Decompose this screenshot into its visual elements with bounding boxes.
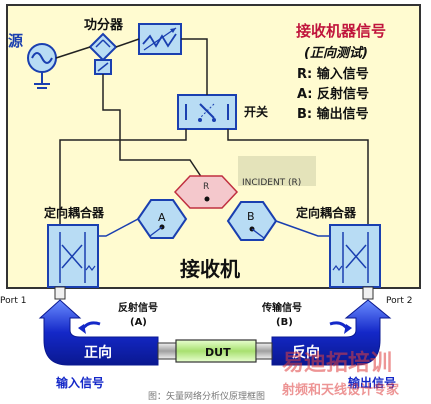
right-coupler-symbol — [329, 224, 381, 288]
reflected-label: 反射信号 — [118, 301, 158, 314]
attenuator-symbol — [138, 23, 182, 55]
reverse-arrow-right — [271, 299, 392, 366]
coupler-left-label: 定向耦合器 — [44, 205, 105, 220]
receiver-signal-title: 接收机器信号 — [296, 22, 386, 40]
left-coupler-symbol — [47, 224, 99, 288]
dut-right-connector — [255, 342, 273, 360]
receiver-label: 接收机 — [180, 257, 240, 281]
legend-b: B: 输出信号 — [297, 106, 369, 122]
r-receiver-hexagon — [173, 175, 239, 209]
incident-highlight — [238, 156, 316, 186]
transmitted-label: 传输信号 — [261, 301, 302, 314]
b-port-label: B — [247, 210, 255, 223]
reflected-sub-label: (A) — [130, 317, 147, 328]
switch-symbol — [177, 94, 237, 130]
port1-connector — [54, 286, 66, 300]
signal-wiring — [55, 38, 369, 226]
input-signal-label: 输入信号 — [56, 375, 104, 390]
output-signal-label: 输出信号 — [348, 375, 396, 390]
r-port-label: R — [203, 182, 209, 192]
power-divider-label: 功分器 — [84, 17, 124, 33]
source-label: 源 — [8, 32, 23, 50]
coupler-lines — [96, 218, 332, 237]
reverse-label: 反向 — [292, 344, 320, 361]
dut-left-connector — [157, 342, 177, 360]
a-receiver-hexagon — [136, 199, 188, 239]
legend-r: R: 输入信号 — [297, 66, 369, 82]
forward-arrow-left — [38, 299, 159, 366]
watermark-sub: 射频和天线设计专家 — [281, 382, 400, 398]
watermark-main: 易迪拓培训 — [282, 350, 392, 376]
forward-test-label: (正向测试) — [304, 45, 368, 61]
port1-label: Port 1 — [0, 296, 26, 306]
figure-caption: 图：矢量网络分析仪原理框图 — [148, 390, 265, 400]
a-port-label: A — [158, 211, 166, 224]
port2-connector — [362, 286, 374, 300]
b-receiver-hexagon — [226, 201, 278, 241]
transmitted-sub-label: (B) — [276, 317, 293, 328]
legend-a: A: 反射信号 — [297, 86, 369, 102]
coupler-right-label: 定向耦合器 — [296, 205, 357, 220]
forward-label: 正向 — [84, 344, 112, 361]
switch-label: 开关 — [244, 104, 268, 119]
dut-label: DUT — [205, 346, 231, 359]
incident-label: INCIDENT (R) — [242, 178, 301, 188]
port2-label: Port 2 — [386, 296, 412, 306]
